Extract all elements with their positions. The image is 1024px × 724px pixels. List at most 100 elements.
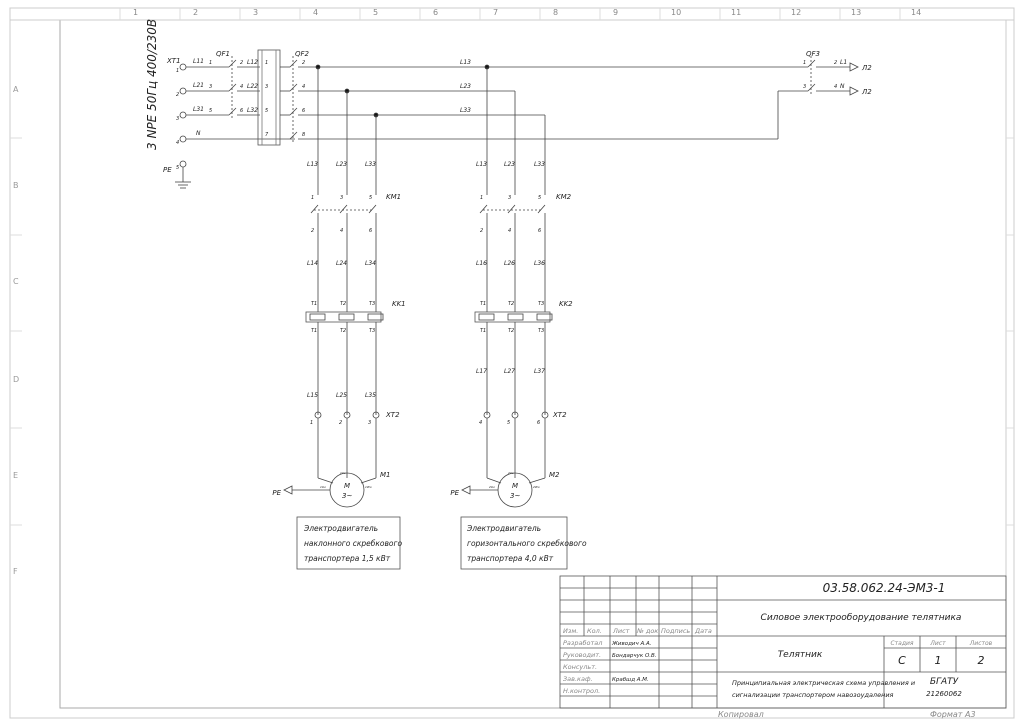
svg-text:Консульт.: Консульт.	[563, 663, 597, 671]
svg-text:4: 4	[302, 84, 305, 90]
svg-text:L34: L34	[365, 260, 376, 267]
svg-text:2: 2	[176, 92, 179, 98]
dest-label: Л2	[861, 88, 872, 96]
svg-text:T3: T3	[369, 301, 375, 307]
wire-label: L22	[247, 83, 258, 90]
svg-text:2: 2	[240, 60, 243, 66]
row-letters: A B C D E F	[13, 85, 19, 576]
sheet-title: Принципиальная электрическая схема управ…	[732, 679, 915, 687]
sheet-title: сигнализации транспортером навозоудалени…	[732, 691, 894, 699]
motor-desc: наклонного скребкового	[304, 539, 402, 548]
col-number: 14	[911, 8, 921, 17]
svg-text:Дата: Дата	[694, 627, 712, 635]
bus-label: L23	[460, 83, 471, 90]
svg-text:5: 5	[265, 108, 268, 114]
person-name: Живодич А.А.	[611, 641, 652, 647]
wire-label: L11	[193, 58, 204, 65]
dest-label: Л2	[861, 64, 872, 72]
doc-subject: Силовое электрооборудование телятника	[761, 613, 962, 623]
svg-text:5: 5	[538, 195, 541, 201]
svg-text:1: 1	[265, 60, 268, 66]
svg-text:L13: L13	[307, 161, 318, 168]
svg-text:L35: L35	[365, 392, 376, 399]
col-number: 3	[253, 8, 258, 17]
copied-label: Копировал	[718, 710, 764, 719]
svg-text:4: 4	[240, 84, 243, 90]
svg-text:M: M	[512, 482, 518, 490]
svg-text:3: 3	[368, 420, 371, 426]
motor-desc: Электродвигатель	[303, 524, 378, 533]
svg-text:1Vo: 1Vo	[340, 471, 346, 475]
col-number: 10	[671, 8, 681, 17]
col-number: 13	[851, 8, 861, 17]
svg-text:2Vo: 2Vo	[508, 471, 514, 475]
row-letter: E	[13, 471, 18, 480]
n-label: N	[196, 130, 201, 137]
svg-text:3: 3	[508, 195, 511, 201]
col-number: 2	[193, 8, 198, 17]
svg-text:T2: T2	[508, 301, 514, 307]
svg-text:1: 1	[209, 60, 212, 66]
col-number: 8	[553, 8, 558, 17]
pe-label: PE	[450, 489, 459, 497]
xt1-terminal	[179, 111, 187, 119]
svg-text:6: 6	[537, 420, 540, 426]
svg-text:L17: L17	[476, 368, 487, 375]
svg-text:6: 6	[240, 108, 243, 114]
m1-label: M1	[380, 471, 391, 479]
km1-label: KM1	[386, 193, 401, 201]
wire-label: L12	[247, 59, 258, 66]
doc-code: 03.58.062.24-ЭМ3-1	[823, 581, 946, 595]
svg-text:Руководит.: Руководит.	[563, 651, 601, 659]
svg-text:5: 5	[507, 420, 510, 426]
svg-text:L1: L1	[840, 59, 847, 66]
svg-text:L36: L36	[534, 260, 545, 267]
column-numbers: 1 2 3 4 5 6 7 8 9 10 11 12 13 14	[133, 8, 921, 17]
svg-text:3: 3	[265, 84, 268, 90]
kk1-label: KK1	[392, 300, 406, 308]
svg-text:L37: L37	[534, 368, 545, 375]
wire-label: L32	[247, 107, 258, 114]
svg-text:T1: T1	[311, 328, 317, 334]
svg-text:L15: L15	[307, 392, 318, 399]
svg-text:1: 1	[176, 68, 179, 74]
format-label: Формат А3	[930, 710, 976, 719]
svg-text:4: 4	[340, 228, 343, 234]
svg-text:T2: T2	[340, 301, 346, 307]
org-code: 21260062	[926, 690, 962, 698]
branch-2	[460, 204, 568, 570]
svg-text:6: 6	[302, 108, 305, 114]
svg-text:2: 2	[339, 420, 342, 426]
xt1-terminal	[179, 135, 187, 143]
svg-text:1Wo: 1Wo	[365, 485, 372, 489]
km2-label: KM2	[556, 193, 572, 201]
qf3-label: QF3	[806, 50, 820, 58]
svg-text:1: 1	[480, 195, 483, 201]
motor-desc: Электродвигатель	[466, 524, 541, 533]
pe-label: PE	[163, 166, 172, 174]
title-block	[559, 575, 1007, 709]
row-letter: F	[13, 567, 18, 576]
supply-section: 3 NPE 50Гц 400/230В	[145, 19, 859, 195]
svg-text:5: 5	[209, 108, 212, 114]
svg-text:L16: L16	[476, 260, 487, 267]
xt1-terminal	[179, 87, 187, 95]
svg-text:L14: L14	[307, 260, 318, 267]
motor-desc: транспортера 1,5 кВт	[304, 554, 391, 563]
row-letter: C	[13, 277, 19, 286]
svg-text:2: 2	[302, 60, 305, 66]
svg-text:L13: L13	[476, 161, 487, 168]
svg-text:1Uo: 1Uo	[320, 485, 326, 489]
xt1-terminal	[179, 160, 187, 168]
col-number: 11	[731, 8, 741, 17]
svg-text:2: 2	[834, 60, 837, 66]
xt1-label: XT1	[166, 57, 181, 65]
svg-text:L25: L25	[336, 392, 347, 399]
branch-1	[283, 204, 401, 570]
qf2-label: QF2	[295, 50, 310, 58]
svg-text:4: 4	[176, 140, 179, 146]
svg-text:L23: L23	[336, 161, 347, 168]
col-number: 4	[313, 8, 318, 17]
sheet-border	[9, 7, 1015, 719]
sheet-value: 1	[935, 654, 942, 667]
